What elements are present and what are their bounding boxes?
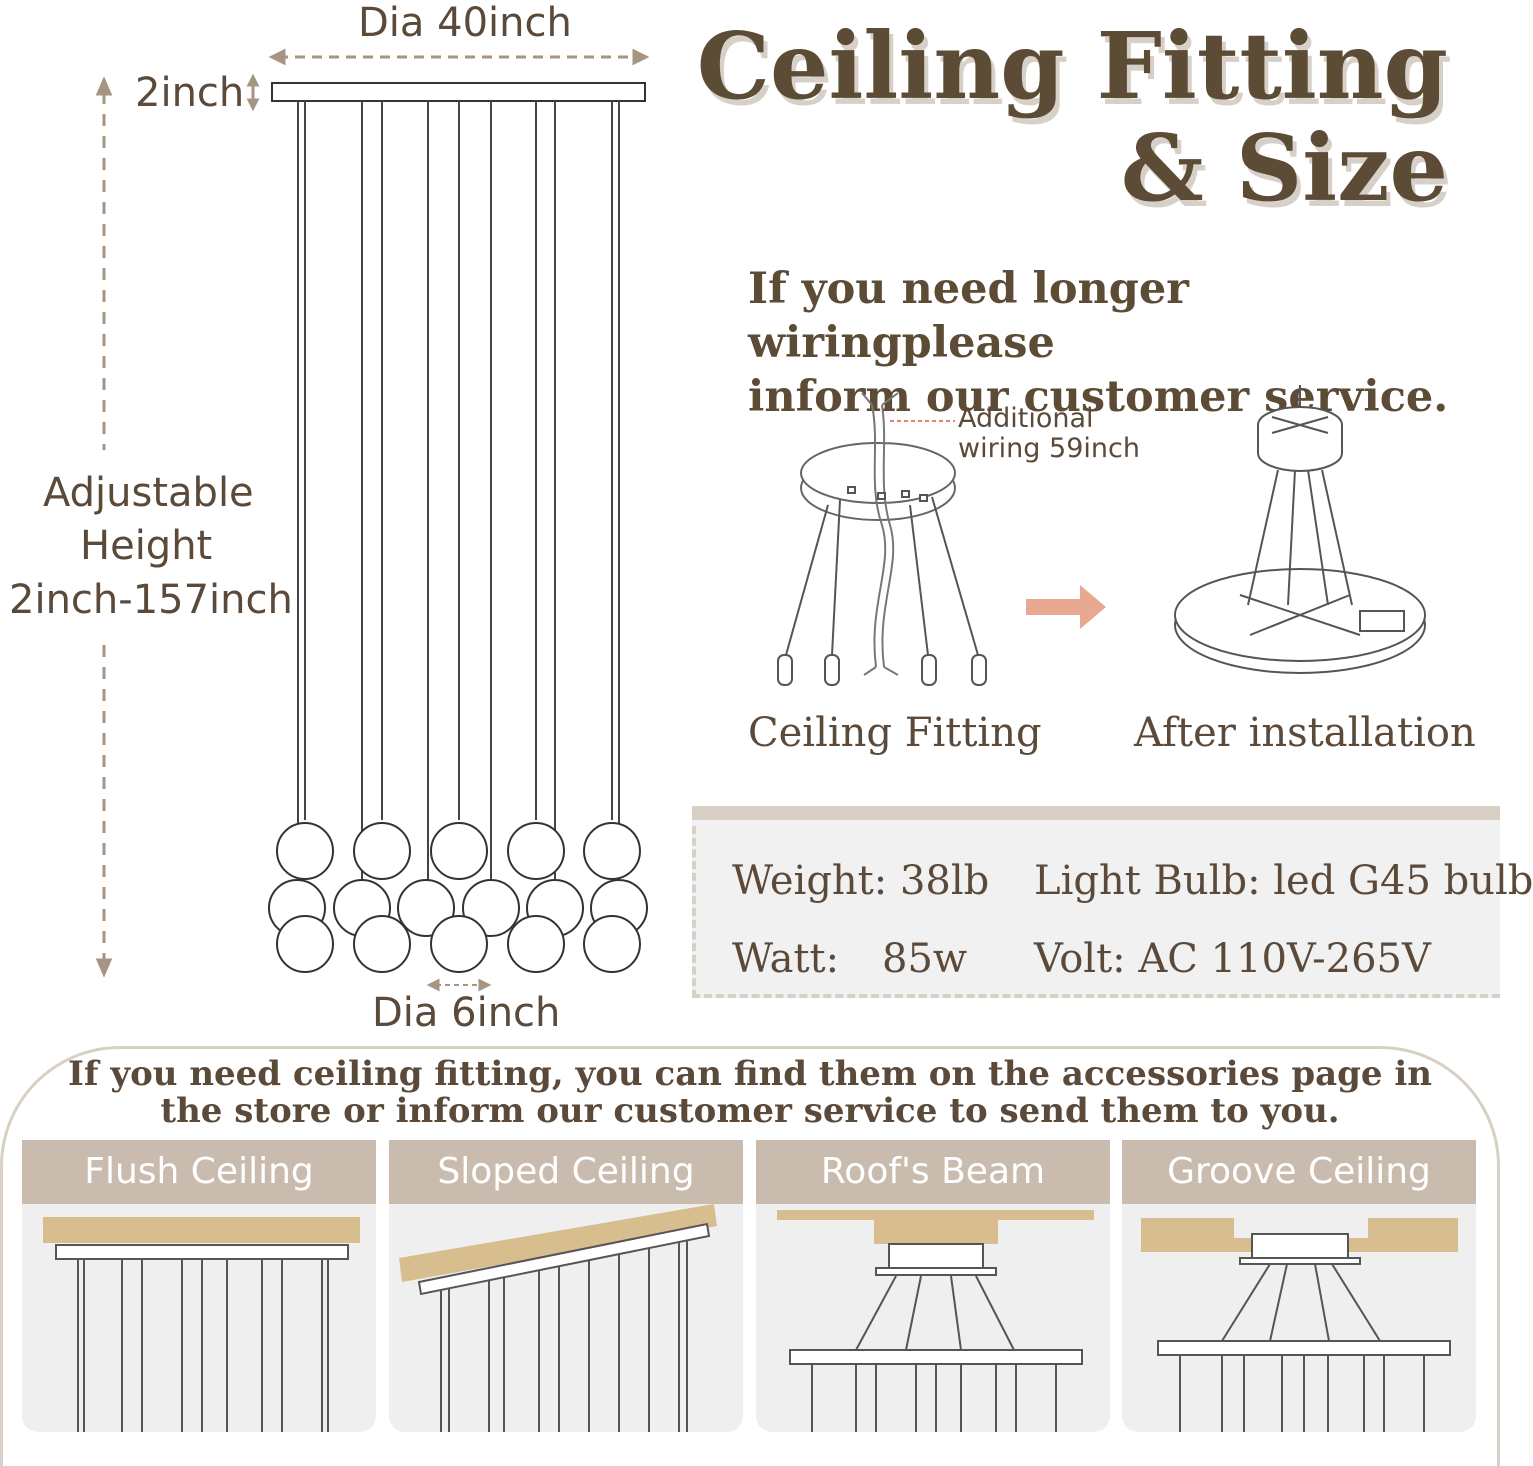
flush-ceiling-illustration <box>43 1217 360 1432</box>
page-title-line1: Ceiling Fitting <box>696 12 1448 120</box>
after-installation-caption: After installation <box>1134 710 1476 756</box>
adjustable-height-line3: 2inch-157inch <box>9 577 293 623</box>
card-roofs-beam-title: Roof's Beam <box>756 1140 1110 1204</box>
card-flush-ceiling: Flush Ceiling <box>22 1140 376 1432</box>
spec-watt-label: Watt: <box>732 936 840 982</box>
globe-diameter-label: Dia 6inch <box>372 990 561 1036</box>
additional-wiring-label: Additional wiring 59inch <box>958 404 1140 464</box>
ceiling-fitting-caption: Ceiling Fitting <box>748 710 1042 756</box>
spec-bulb: Light Bulb: led G45 bulb <box>1034 858 1533 904</box>
spec-weight: Weight: 38lb <box>732 858 990 904</box>
spec-volt: Volt: AC 110V-265V <box>1034 936 1431 982</box>
adjustable-height-line2: Height <box>80 523 213 569</box>
card-sloped-ceiling: Sloped Ceiling <box>389 1140 743 1432</box>
ceiling-fitting-note: If you need ceiling fitting, you can fin… <box>0 1056 1500 1130</box>
card-flush-ceiling-title: Flush Ceiling <box>22 1140 376 1204</box>
spec-box: Weight: 38lb Light Bulb: led G45 bulb Wa… <box>692 806 1533 998</box>
ceiling-fitting-note-line1: If you need ceiling fitting, you can fin… <box>67 1054 1433 1094</box>
card-groove-ceiling: Groove Ceiling <box>1122 1140 1476 1432</box>
adjustable-height-line1: Adjustable <box>43 470 254 516</box>
chandelier-drawing <box>95 48 650 992</box>
canopy-height-label: 2inch <box>135 70 245 116</box>
card-sloped-ceiling-title: Sloped Ceiling <box>389 1140 743 1204</box>
ceiling-fitting-note-line2: the store or inform our customer service… <box>160 1091 1340 1131</box>
spec-watt-value: 85w <box>882 936 968 982</box>
sloped-ceiling-illustration <box>399 1204 717 1432</box>
bottom-section-frame <box>0 1046 1500 1466</box>
wiring-note-line1: If you need longer wiringplease <box>748 264 1189 368</box>
additional-wiring-line2: wiring 59inch <box>958 433 1140 464</box>
roofs-beam-illustration <box>777 1210 1094 1432</box>
additional-wiring-line1: Additional <box>958 403 1094 434</box>
ceiling-fitting-diagram <box>777 385 1426 686</box>
card-groove-ceiling-title: Groove Ceiling <box>1122 1140 1476 1204</box>
page-title-line2: & Size <box>1120 114 1448 222</box>
card-roofs-beam: Roof's Beam <box>756 1140 1110 1432</box>
arrow-right-icon <box>1026 585 1106 629</box>
canopy-diameter-label: Dia 40inch <box>358 0 572 46</box>
groove-ceiling-illustration <box>1141 1218 1458 1432</box>
